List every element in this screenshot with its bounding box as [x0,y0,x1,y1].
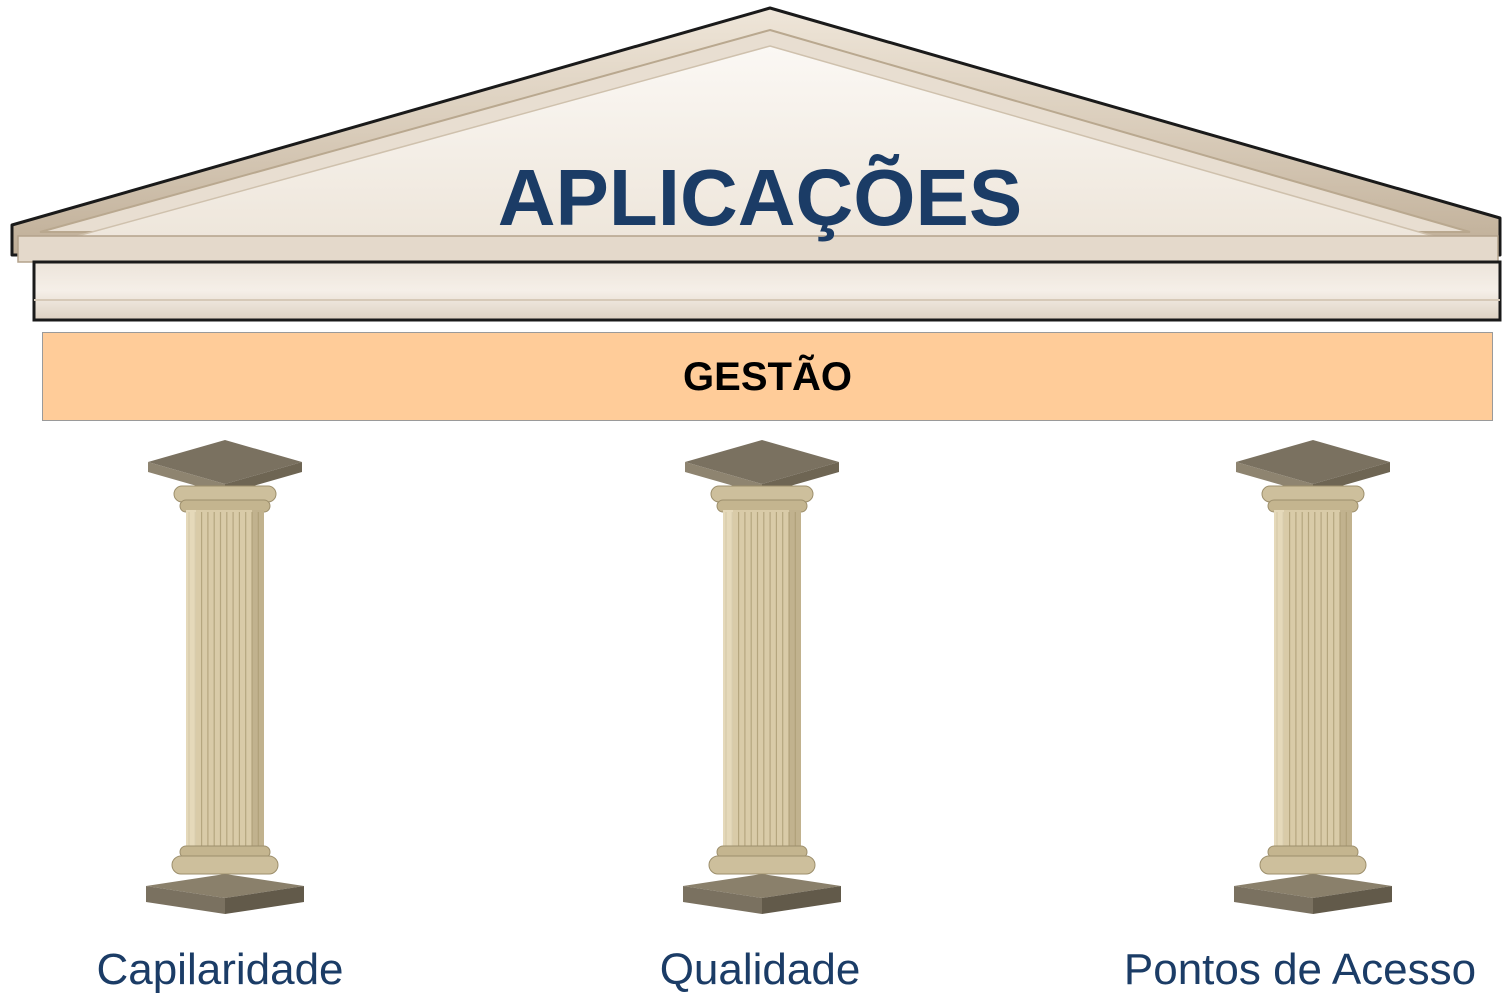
beam-label: GESTÃO [683,355,852,399]
pillar-column-3 [1228,440,1398,920]
pillar-column-1 [140,440,310,920]
pillar-label-3: Pontos de Acesso [1123,945,1477,994]
column-icon [1234,440,1392,914]
pediment-roof-image [10,6,1502,322]
pillar-label-2: Qualidade [659,945,861,994]
column-icon [146,440,304,914]
pillar-column-2 [677,440,847,920]
roof-title: APLICAÇÕES [497,153,1023,242]
management-beam: GESTÃO [42,332,1493,421]
column-icon [683,440,841,914]
pillar-label-1: Capilaridade [96,945,344,994]
